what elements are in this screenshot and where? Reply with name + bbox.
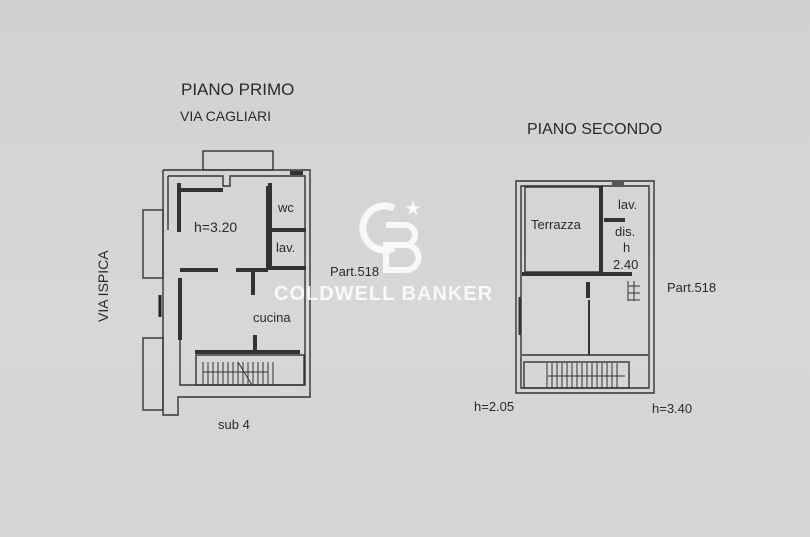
dis-height: 2.40 [613,257,638,272]
room-cucina: cucina [253,310,291,325]
terrazza-outline [524,186,601,273]
wall-c [178,278,300,354]
wall-wc [268,183,306,270]
room-lav-second: lav. [618,197,637,212]
balcony-left-2 [142,337,164,411]
balcony-top [202,150,274,171]
staircase-second [523,281,640,389]
sub-label: sub 4 [218,417,250,432]
star-icon: ★ [404,198,422,220]
parcel-first: Part.518 [330,264,379,279]
parcel-second: Part.518 [667,280,716,295]
watermark-c [359,202,396,254]
room-height-first: h=3.20 [194,219,237,235]
room-dis: dis. [615,224,635,239]
coldwell-banker-watermark: ★ COLDWELL BANKER [274,198,493,305]
plan-first-title: PIANO PRIMO [181,80,294,99]
room-wc: wc [277,200,294,215]
balcony-left-1 [142,209,164,279]
height-left-second: h=2.05 [474,399,514,414]
plan-second-title: PIANO SECONDO [527,121,662,138]
watermark-b [383,222,422,273]
room-terrazza: Terrazza [531,217,582,232]
staircase-first [195,354,305,386]
plan-second-floor: PIANO SECONDO Terrazza lav. dis. h 2.40 … [474,121,716,416]
walls-second [522,186,632,298]
height-right-second: h=3.40 [652,401,692,416]
room-lav-first: lav. [276,240,295,255]
watermark-brand: COLDWELL BANKER [274,283,493,305]
street-via-ispica: VIA ISPICA [95,250,111,322]
window-second [612,181,624,186]
wall-a [177,183,223,232]
outer-wall-second [515,180,655,394]
street-via-cagliari: VIA CAGLIARI [180,108,271,124]
dis-h-label: h [623,240,630,255]
plan-first-floor: PIANO PRIMO VIA CAGLIARI VIA ISPICA h=3.… [95,80,379,432]
wall-b [180,186,270,295]
outer-wall [162,169,311,416]
